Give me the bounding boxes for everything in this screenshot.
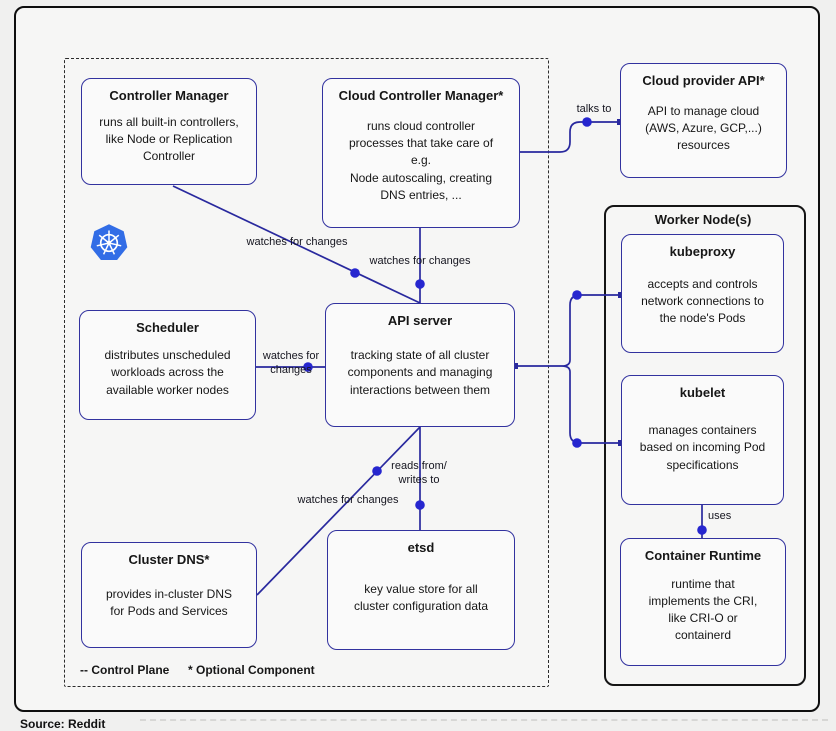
cluster-dns-title: Cluster DNS* <box>128 552 210 567</box>
container-runtime-title: Container Runtime <box>644 548 762 563</box>
scheduler-body: distributes unscheduled workloads across… <box>104 348 231 397</box>
controller-manager-body: runs all built-in controllers, like Node… <box>99 114 239 164</box>
controller-manager-title: Controller Manager <box>109 88 229 103</box>
api-server-title: API server <box>387 313 453 328</box>
node-kubeproxy: kubeproxy accepts and controls network c… <box>621 234 784 353</box>
node-controller-manager: Controller Manager runs all built-in con… <box>81 78 257 185</box>
legend-optional-component: * Optional Component <box>188 663 315 677</box>
edge-label-uses: uses <box>708 510 732 522</box>
kubeproxy-body: accepts and controls network connections… <box>641 276 764 326</box>
edge-label-watches-cm: watches for changes <box>246 236 348 248</box>
node-etsd: etsd key value store for all cluster con… <box>327 530 515 650</box>
kubeproxy-title: kubeproxy <box>669 244 736 259</box>
ccm-body: runs cloud controller processes that tak… <box>348 119 494 202</box>
kubernetes-wheel <box>96 230 122 255</box>
node-container-runtime: Container Runtime runtime that implement… <box>620 538 786 666</box>
kubernetes-icon <box>90 224 128 260</box>
kubelet-body: manages containers based on incoming Pod… <box>639 423 766 472</box>
node-cloud-provider-api: Cloud provider API* API to manage cloud … <box>620 63 787 178</box>
cloud-api-body: API to manage cloud (AWS, Azure, GCP,...… <box>645 103 762 153</box>
etsd-body: key value store for all cluster configur… <box>353 581 489 613</box>
ccm-title: Cloud Controller Manager* <box>338 88 504 103</box>
scheduler-title: Scheduler <box>136 320 199 335</box>
edge-label-talks-to: talks to <box>576 103 612 115</box>
source-credit: Source: Reddit <box>20 717 106 731</box>
edge-label-watches-scheduler: watches for changes <box>262 350 320 376</box>
container-runtime-body: runtime that implements the CRI, like CR… <box>648 576 758 643</box>
edge-label-watches-ccm: watches for changes <box>369 255 471 267</box>
node-cluster-dns: Cluster DNS* provides in-cluster DNS for… <box>81 542 257 648</box>
legend-control-plane: -- Control Plane <box>80 663 170 677</box>
bottom-dashed-line <box>140 719 828 721</box>
node-cloud-controller-manager: Cloud Controller Manager* runs cloud con… <box>322 78 520 228</box>
edge-label-reads-writes: reads from/ writes to <box>391 460 447 486</box>
cluster-dns-body: provides in-cluster DNS for Pods and Ser… <box>105 586 233 618</box>
api-server-body: tracking state of all cluster components… <box>347 348 493 397</box>
edge-label-watches-dns: watches for changes <box>297 494 399 506</box>
cloud-api-title: Cloud provider API* <box>642 73 765 88</box>
node-scheduler: Scheduler distributes unscheduled worklo… <box>79 310 256 420</box>
worker-node-container <box>604 205 806 686</box>
kubelet-title: kubelet <box>679 385 726 400</box>
node-api-server: API server tracking state of all cluster… <box>325 303 515 427</box>
node-kubelet: kubelet manages containers based on inco… <box>621 375 784 505</box>
worker-node-title: Worker Node(s) <box>654 212 752 227</box>
etsd-title: etsd <box>407 540 435 555</box>
